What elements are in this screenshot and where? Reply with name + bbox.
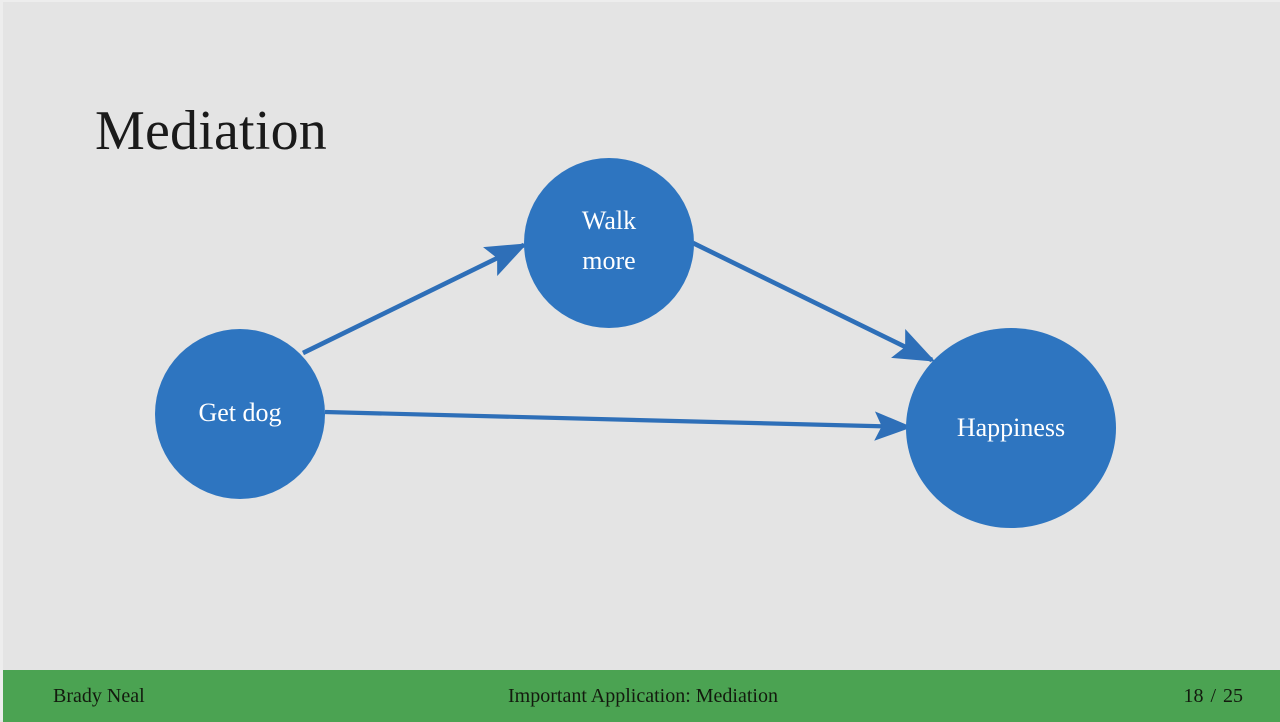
node-happiness-label: Happiness	[957, 413, 1065, 442]
causal-diagram: Get dog Walk more Happiness	[155, 158, 1116, 528]
node-walk-more-label-line1: Walk	[582, 206, 636, 235]
edge-get-dog-to-walk-more	[301, 242, 528, 356]
slide-footer: Brady Neal Important Application: Mediat…	[3, 670, 1280, 722]
node-get-dog-label: Get dog	[198, 398, 281, 427]
node-walk-more-shape[interactable]	[524, 158, 694, 328]
edge-walk-more-to-happiness	[691, 240, 936, 363]
node-walk-more[interactable]: Walk more	[524, 158, 694, 328]
page-current: 18	[1183, 685, 1204, 707]
edge-get-dog-to-happiness	[324, 409, 913, 441]
page-separator: /	[1210, 685, 1216, 707]
footer-section-title: Important Application: Mediation	[508, 685, 778, 707]
footer-author: Brady Neal	[53, 685, 145, 707]
node-get-dog[interactable]: Get dog	[155, 329, 325, 499]
node-happiness-shape[interactable]	[906, 328, 1116, 528]
node-happiness[interactable]: Happiness	[906, 328, 1116, 528]
node-walk-more-label-line2: more	[582, 246, 635, 275]
node-get-dog-shape[interactable]	[155, 329, 325, 499]
page-title: Mediation	[95, 99, 327, 162]
page-total: 25	[1223, 685, 1243, 707]
footer-pagination: 18 / 25	[1183, 670, 1243, 722]
